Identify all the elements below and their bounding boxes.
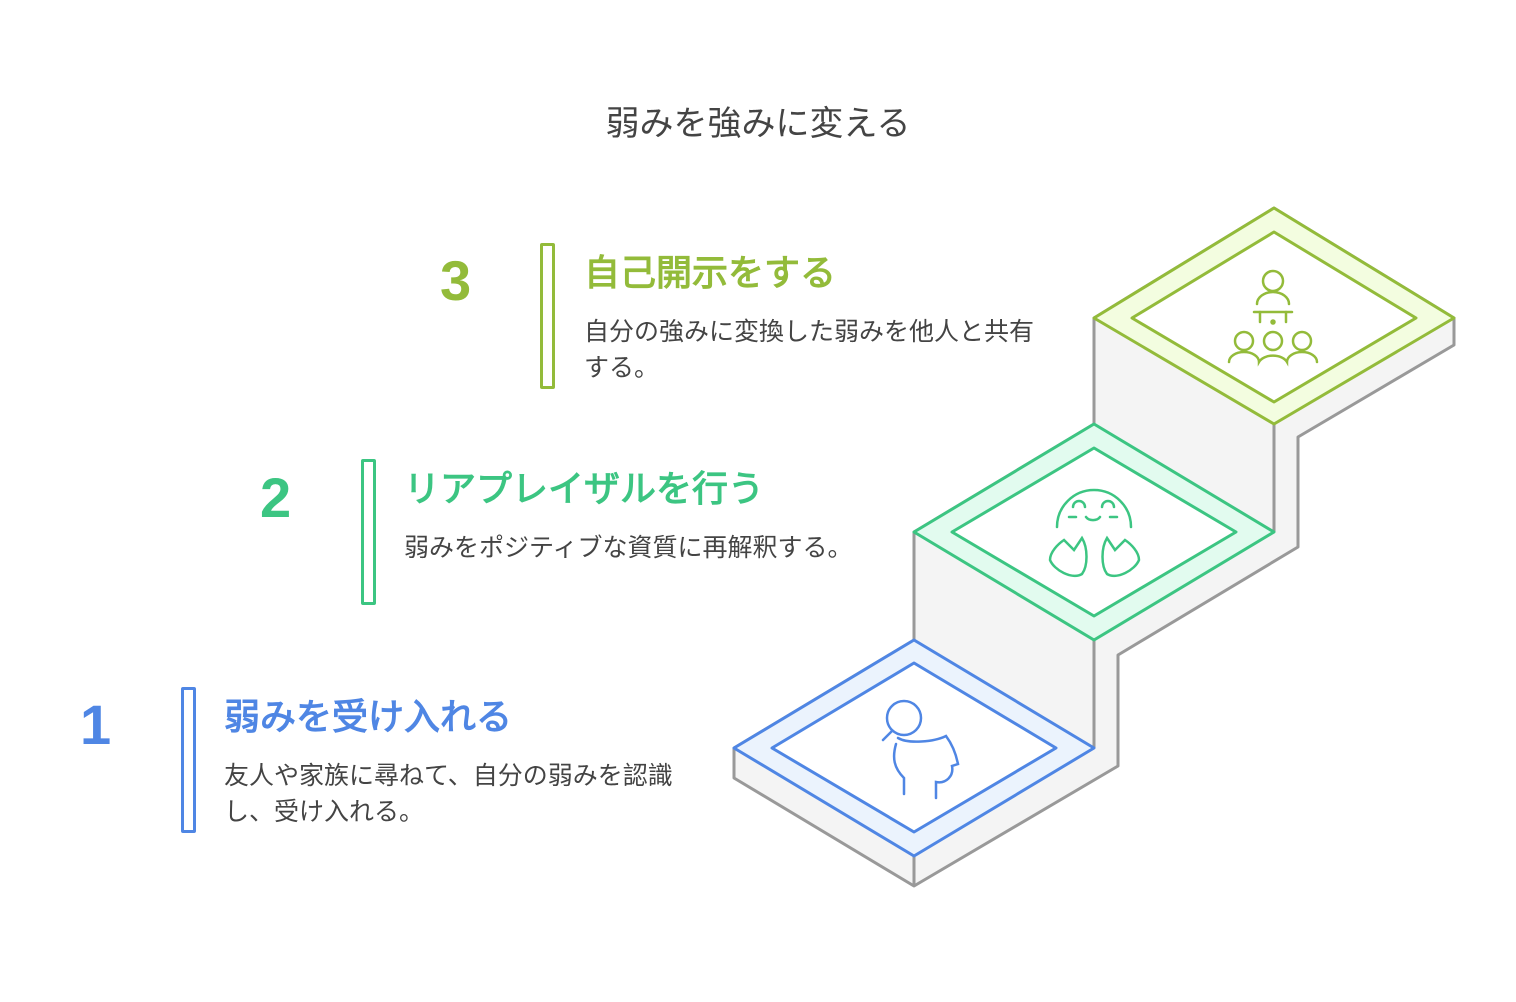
step-3-description: 自分の強みに変換した弱みを他人と共有する。 (584, 317, 1035, 382)
presenter-audience-icon (1227, 269, 1319, 367)
step-1-platform-inner (770, 661, 1058, 834)
step-1-bar (181, 687, 196, 833)
step-3-bar (540, 243, 555, 389)
step-3-heading: 自己開示をする (584, 253, 837, 294)
step-2-bar (361, 459, 376, 605)
step-1-number: 1 (80, 693, 112, 756)
step-2-platform-inner (950, 446, 1238, 618)
step-3-number: 3 (440, 249, 472, 312)
happy-face-icon (1048, 488, 1141, 577)
step-2-number: 2 (260, 466, 292, 529)
step-1-heading: 弱みを受け入れる (224, 697, 513, 738)
diagram-title: 弱みを強みに変える (605, 104, 911, 144)
step-1-description: 友人や家族に尋ねて、自分の弱みを認識し、受け入れる。 (224, 761, 673, 826)
step-2-description: 弱みをポジティブな資質に再解釈する。 (404, 533, 853, 562)
step-3-platform-inner (1130, 230, 1418, 404)
head-search-icon (881, 699, 960, 800)
step-2-heading: リアプレイザルを行う (404, 469, 765, 510)
